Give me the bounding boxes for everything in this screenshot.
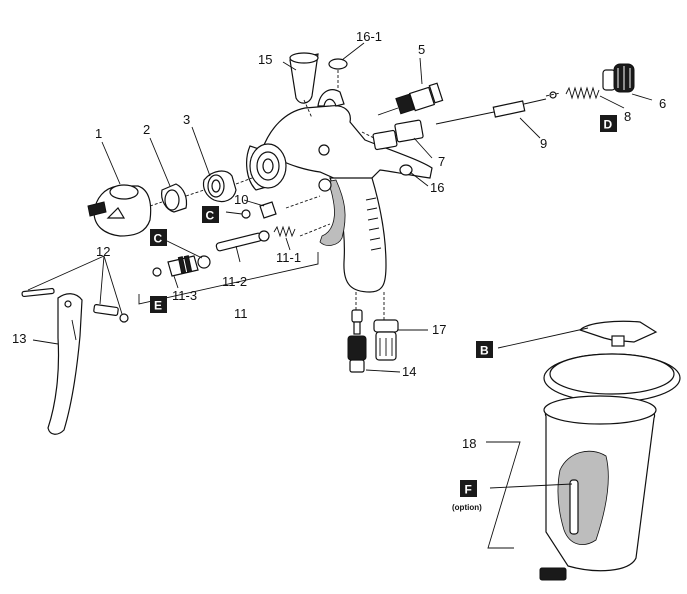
svg-text:F: F xyxy=(465,483,472,497)
needle-spring xyxy=(549,86,600,100)
callout-9: 9 xyxy=(540,136,547,151)
cup-vent-screw xyxy=(328,58,348,70)
callout-7: 7 xyxy=(438,154,445,169)
badge-f: F xyxy=(460,480,477,497)
leader-lines xyxy=(27,42,653,549)
svg-text:E: E xyxy=(154,299,162,313)
callout-11-3: 11-3 xyxy=(172,288,197,303)
handle-grip xyxy=(365,197,382,251)
badge-d: D xyxy=(600,115,617,132)
air-screw xyxy=(399,164,413,176)
paint-cup xyxy=(539,320,681,581)
callout-1: 1 xyxy=(95,126,102,141)
svg-text:D: D xyxy=(604,118,613,132)
svg-text:C: C xyxy=(206,209,215,223)
guide-lines xyxy=(149,70,561,320)
callout-17: 17 xyxy=(432,322,446,337)
svg-text:B: B xyxy=(480,344,489,358)
air-fitting xyxy=(347,309,367,373)
callout-16: 16 xyxy=(430,180,444,195)
badge-c-lower: C xyxy=(150,229,167,246)
callout-16-1: 16-1 xyxy=(356,29,382,44)
callout-12: 12 xyxy=(96,244,110,259)
needle-seal-set xyxy=(138,225,319,305)
spreader-valve xyxy=(377,82,444,116)
callout-3: 3 xyxy=(183,112,190,127)
air-valve xyxy=(372,119,424,151)
callout-11-2: 11-2 xyxy=(222,274,247,289)
callout-14: 14 xyxy=(402,364,416,379)
fluid-adjust-knob xyxy=(602,63,635,93)
badge-e: E xyxy=(150,296,167,313)
badge-b: B xyxy=(476,341,493,358)
trigger xyxy=(319,179,346,246)
callout-13: 13 xyxy=(12,331,26,346)
svg-text:C: C xyxy=(154,232,163,246)
option-note: (option) xyxy=(452,503,482,512)
trigger-pins xyxy=(21,287,129,323)
callout-numbers: 1 2 3 15 16-1 5 6 8 9 7 16 10 11-1 11-2 … xyxy=(12,29,666,451)
air-adjust-valve xyxy=(373,319,399,361)
cup-adapter xyxy=(289,52,319,104)
callout-18: 18 xyxy=(462,436,476,451)
fluid-needle xyxy=(435,98,547,125)
callout-11-1: 11-1 xyxy=(276,250,301,265)
retaining-ring xyxy=(161,183,188,213)
air-distributor xyxy=(249,143,287,189)
fluid-nozzle xyxy=(202,170,237,203)
badge-c-upper: C xyxy=(202,206,219,223)
callout-2: 2 xyxy=(143,122,150,137)
callout-15: 15 xyxy=(258,52,272,67)
callout-11: 11 xyxy=(234,306,248,321)
air-cap xyxy=(87,184,152,237)
callout-8: 8 xyxy=(624,109,631,124)
gun-body xyxy=(246,89,433,293)
callout-5: 5 xyxy=(418,42,425,57)
trigger-lever xyxy=(47,293,83,435)
callout-6: 6 xyxy=(659,96,666,111)
callout-10: 10 xyxy=(234,192,248,207)
